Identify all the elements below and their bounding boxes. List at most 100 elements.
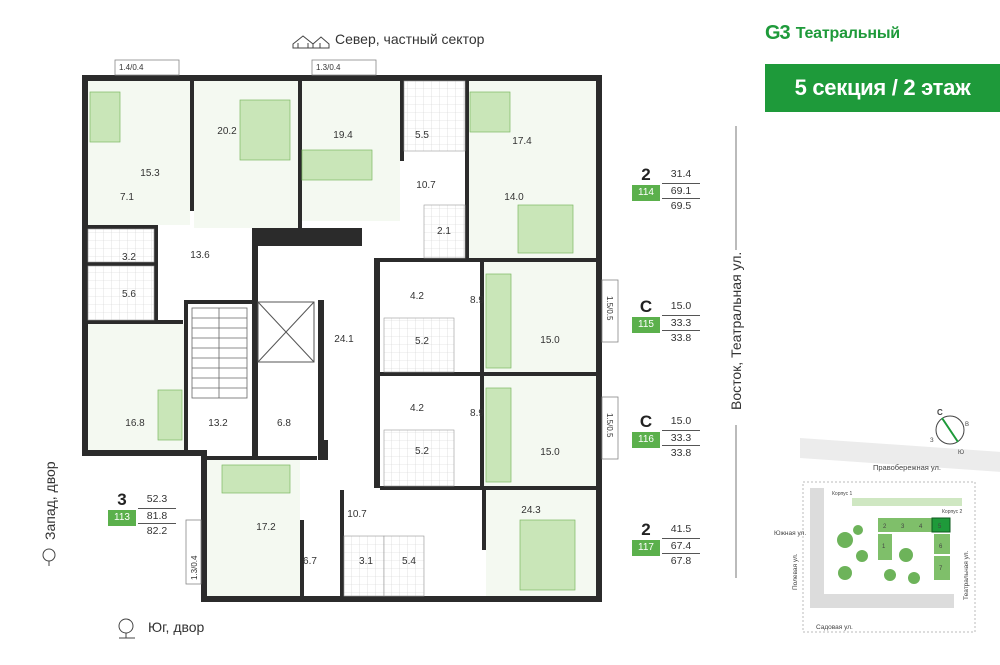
room-area: 6.7 — [303, 556, 317, 567]
apartment-card[interactable]: 2 117 41.5 67.4 67.8 — [632, 520, 702, 576]
total-area: 33.3 — [662, 430, 700, 445]
building-label: Корпус 2 — [942, 509, 963, 515]
balcony-outlines — [114, 59, 619, 585]
total-area-with-balcony: 82.2 — [138, 523, 176, 538]
room-area: 4.2 — [410, 403, 424, 414]
room-area: 19.4 — [333, 130, 353, 141]
svg-text:2: 2 — [883, 524, 887, 530]
room-area: 3.1 — [359, 556, 373, 567]
svg-text:3: 3 — [901, 524, 905, 530]
house-icon — [292, 35, 330, 49]
apartment-rooms: 2 — [641, 520, 651, 539]
room-area: 10.7 — [347, 509, 367, 520]
tree-icon — [118, 618, 135, 639]
street-label: Театральная ул. — [963, 550, 970, 600]
room-area: 15.0 — [540, 335, 560, 346]
svg-text:Юг, двор: Юг, двор — [148, 619, 205, 635]
living-area: 15.0 — [670, 300, 692, 312]
apartment-card[interactable]: 2 114 31.4 69.1 69.5 — [632, 165, 702, 221]
apartment-number: 113 — [108, 510, 136, 526]
apartment-card[interactable]: 3 113 52.3 81.8 82.2 — [108, 490, 178, 546]
building-walls — [82, 75, 602, 602]
tree-icon — [42, 548, 56, 566]
tree-icons — [837, 525, 920, 584]
svg-text:6: 6 — [939, 544, 943, 550]
apartment-card[interactable]: С 116 15.0 33.3 33.8 — [632, 412, 702, 468]
room-area: 5.2 — [415, 336, 429, 347]
living-area: 15.0 — [670, 415, 692, 427]
logo-mark: G3 — [765, 22, 791, 44]
room-area: 13.6 — [190, 250, 210, 261]
apartment-rooms: 3 — [117, 490, 127, 509]
street-label: Южная ул. — [774, 530, 806, 537]
room-area: 20.2 — [217, 126, 237, 137]
total-area-with-balcony: 67.8 — [662, 553, 700, 568]
apartment-number: 116 — [632, 432, 660, 448]
svg-text:4: 4 — [919, 524, 923, 530]
room-area: 17.2 — [256, 522, 276, 533]
svg-text:Запад, двор: Запад, двор — [42, 461, 58, 540]
room-fills — [88, 81, 596, 596]
total-area-with-balcony: 33.8 — [662, 445, 700, 460]
compass-n: С — [937, 408, 943, 417]
total-area: 81.8 — [138, 508, 176, 523]
room-area: 24.1 — [334, 334, 354, 345]
street-label: Садовая ул. — [816, 624, 853, 631]
bathrooms — [87, 80, 466, 597]
apartment-rooms: С — [639, 297, 653, 316]
svg-text:1: 1 — [882, 544, 886, 550]
south-label: Юг, двор — [118, 618, 205, 639]
svg-text:Север, частный сектор: Север, частный сектор — [335, 31, 485, 47]
room-area: 8.9 — [470, 408, 484, 419]
room-area: 6.8 — [277, 418, 291, 429]
living-area: 52.3 — [146, 493, 168, 505]
balcony-label: 1.4/0.4 — [119, 63, 144, 72]
highlighted-section: 5 — [938, 524, 942, 530]
total-area: 33.3 — [662, 315, 700, 330]
living-area: 41.5 — [670, 523, 692, 535]
elevator — [257, 301, 315, 363]
room-area: 5.6 — [122, 289, 136, 300]
building-label: Корпус 1 — [832, 491, 853, 497]
room-area: 2.1 — [437, 226, 451, 237]
compass-s: Ю — [958, 450, 964, 456]
staircase — [191, 307, 248, 399]
apartment-rooms: 2 — [641, 165, 651, 184]
room-area: 15.3 — [140, 168, 160, 179]
balcony-label: 1.5/0.5 — [605, 296, 614, 321]
total-area: 69.1 — [662, 183, 700, 198]
room-area: 3.2 — [122, 252, 136, 263]
compass-w: З — [930, 438, 934, 444]
north-label: Север, частный сектор — [292, 31, 485, 49]
apartment-number: 115 — [632, 317, 660, 333]
compass-icon: С Ю В З — [930, 408, 969, 456]
east-label: Восток, Театральная ул. — [728, 252, 744, 410]
total-area-with-balcony: 69.5 — [662, 198, 700, 213]
balcony-label: 1.3/0.4 — [316, 63, 341, 72]
apartment-number: 117 — [632, 540, 660, 556]
apartment-number: 114 — [632, 185, 660, 201]
logo-name: Театральный — [795, 24, 900, 42]
total-area-with-balcony: 33.8 — [662, 330, 700, 345]
room-area: 14.0 — [504, 192, 524, 203]
room-area: 8.9 — [470, 295, 484, 306]
balcony-label: 1.3/0.4 — [190, 555, 199, 580]
site-map: Правобережная ул. Южная ул. Полевая ул. … — [774, 408, 1000, 633]
apartment-rooms: С — [639, 412, 653, 431]
room-area: 16.8 — [125, 418, 145, 429]
street-label: Полевая ул. — [792, 553, 799, 590]
room-area: 5.5 — [415, 130, 429, 141]
street-label: Правобережная ул. — [873, 463, 941, 472]
apartment-card[interactable]: С 115 15.0 33.3 33.8 — [632, 297, 702, 353]
west-label: Запад, двор — [42, 461, 58, 566]
room-area: 5.4 — [402, 556, 416, 567]
room-area: 4.2 — [410, 291, 424, 302]
svg-text:7: 7 — [939, 566, 943, 572]
living-area: 31.4 — [670, 168, 692, 180]
balcony-label: 1.5/0.5 — [605, 413, 614, 438]
room-area: 24.3 — [521, 505, 541, 516]
room-area: 5.2 — [415, 446, 429, 457]
room-area: 7.1 — [120, 192, 134, 203]
room-area: 13.2 — [208, 418, 228, 429]
